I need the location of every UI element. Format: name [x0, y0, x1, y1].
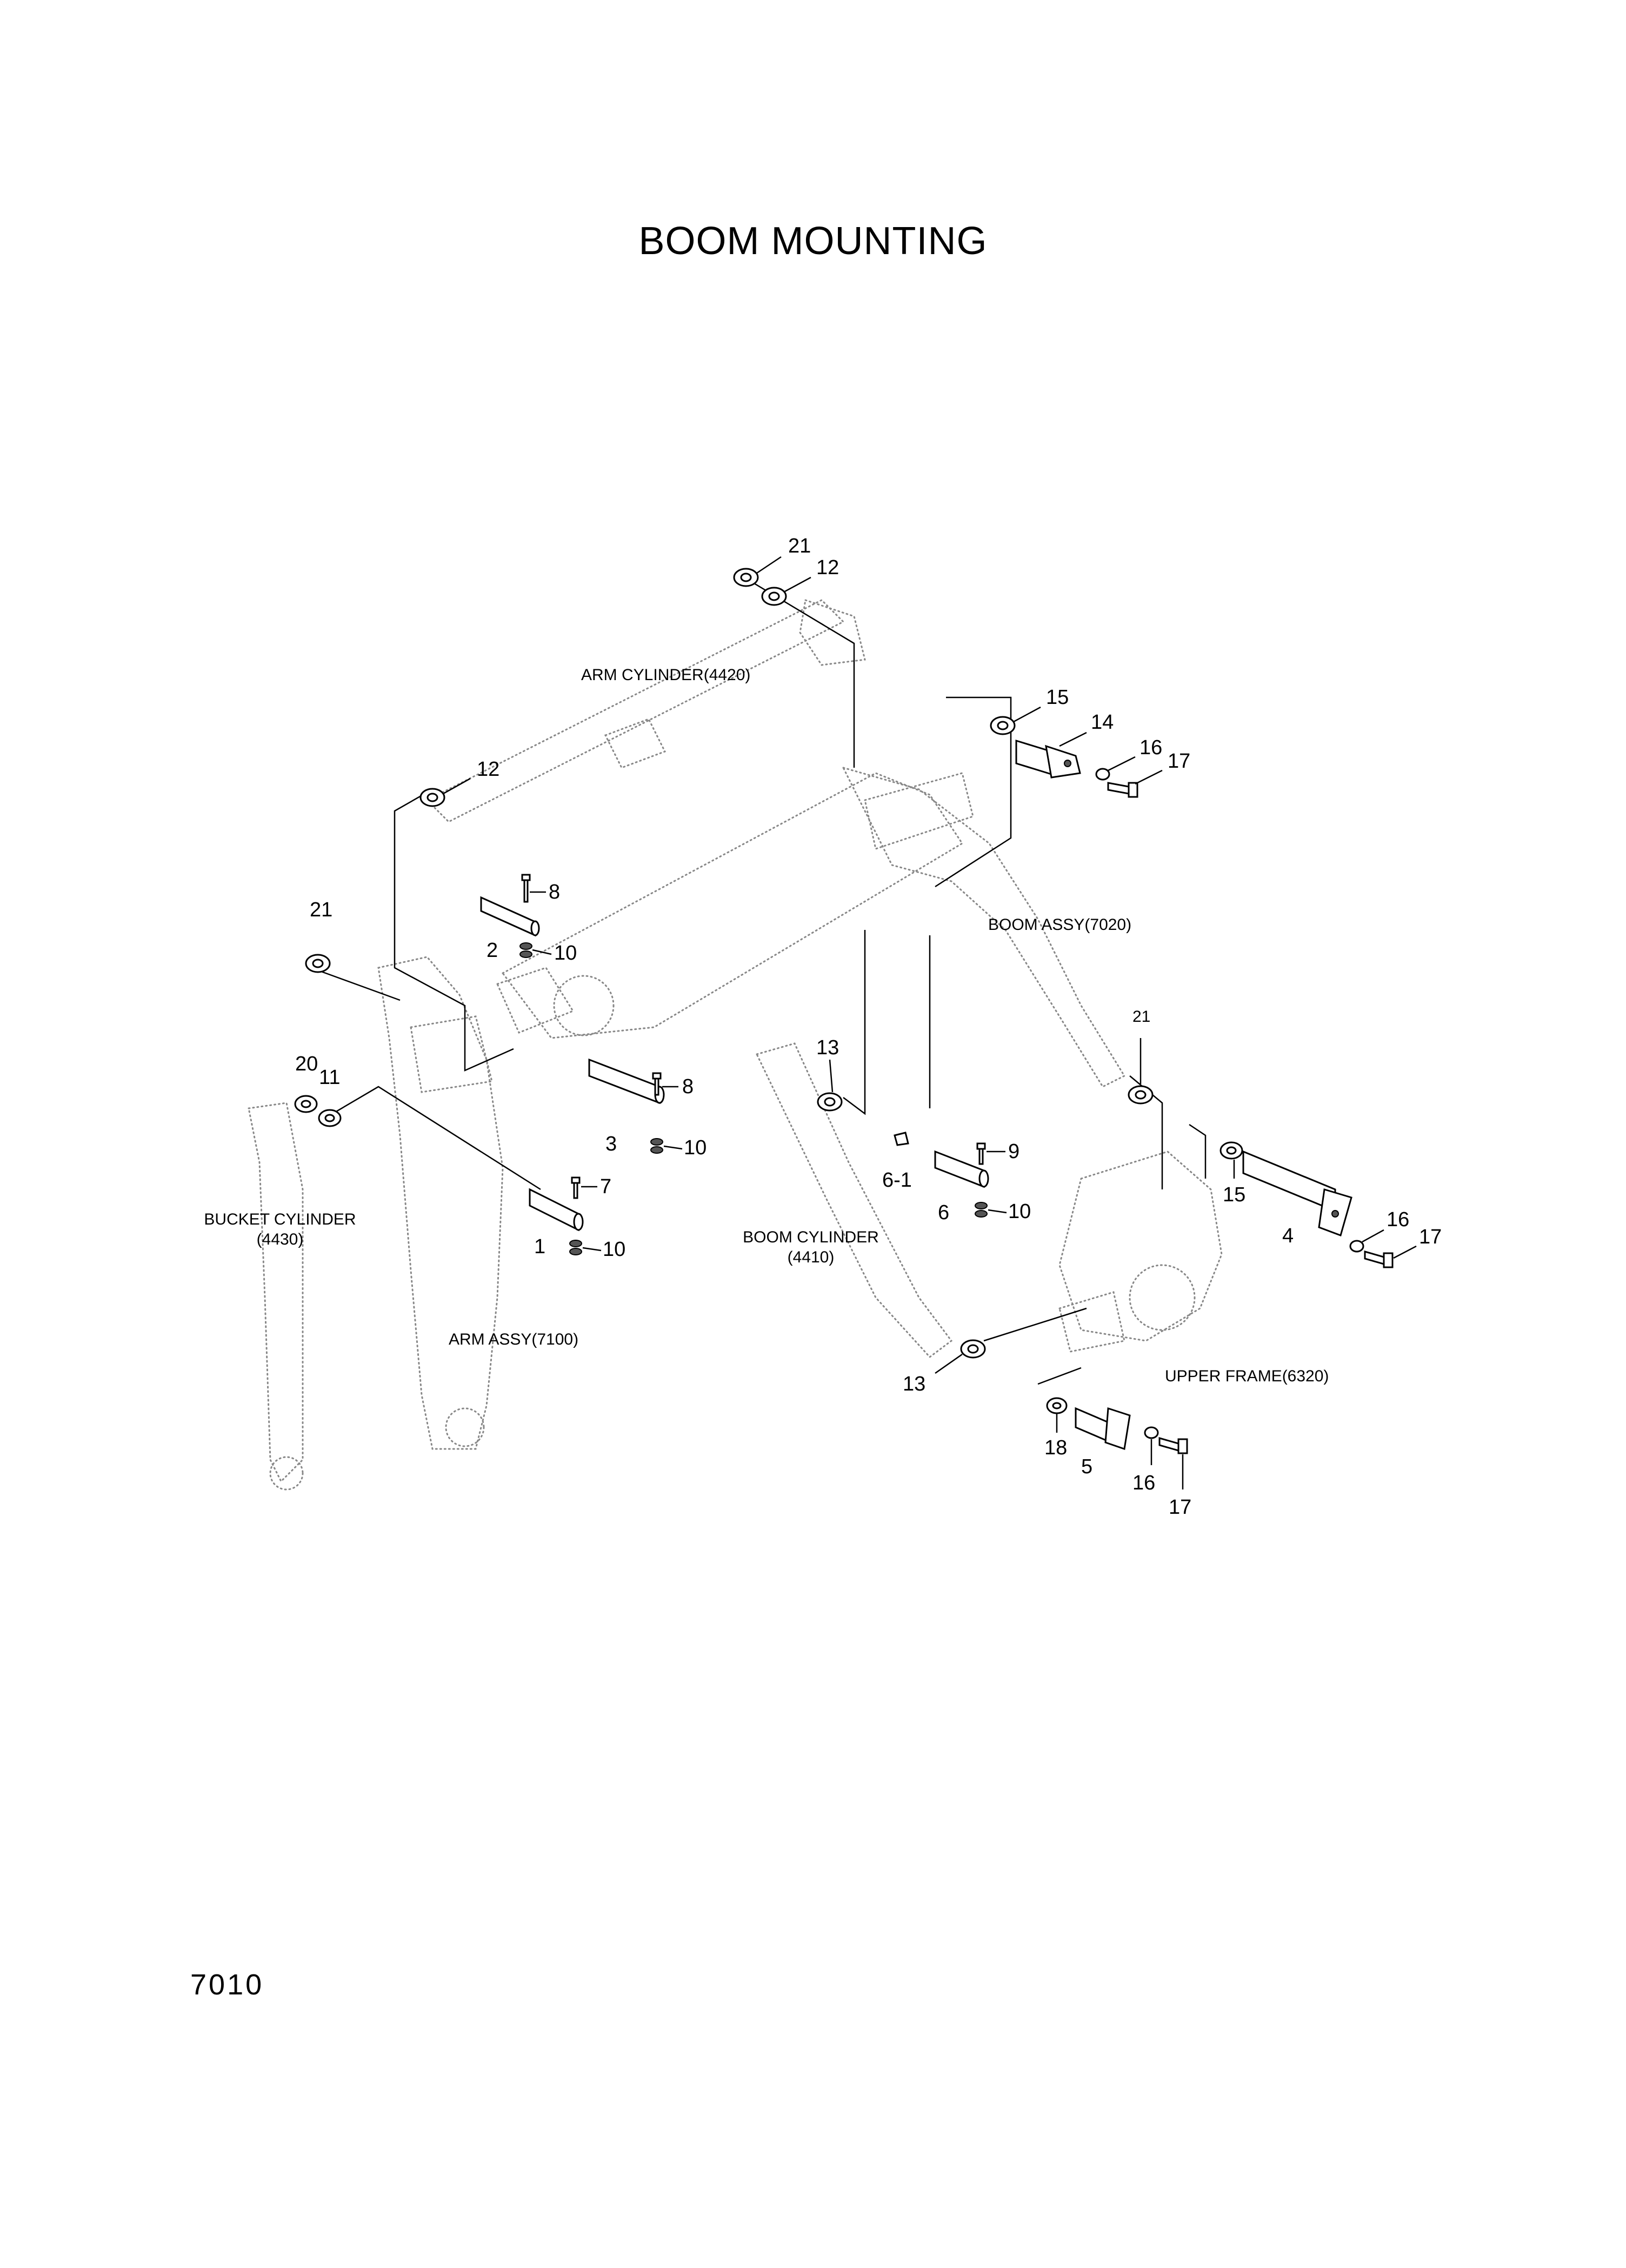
callout-21-left: 21	[310, 899, 332, 921]
callout-8-a: 8	[549, 881, 560, 903]
washer-13-mid	[817, 1092, 843, 1112]
pin-4	[1242, 1150, 1352, 1236]
boom-cylinder-outline	[755, 1042, 953, 1359]
part-6-1	[894, 1132, 909, 1146]
washer-20	[294, 1095, 318, 1113]
washer-12-left	[419, 788, 445, 807]
caption-boom-cylinder-1: BOOM CYLINDER	[743, 1228, 879, 1246]
callout-5: 5	[1081, 1455, 1092, 1478]
washer-16-right	[1349, 1240, 1364, 1253]
callout-leaders	[443, 556, 1417, 1489]
callout-20: 20	[295, 1053, 318, 1075]
bolt-17-top	[1107, 782, 1138, 798]
callout-1: 1	[534, 1235, 545, 1258]
callout-14: 14	[1091, 711, 1114, 734]
pin-5	[1075, 1407, 1131, 1450]
callout-16-low: 16	[1132, 1472, 1155, 1494]
leader-lines	[310, 577, 1207, 1385]
nuts-10-a	[519, 942, 532, 958]
caption-boom-cylinder-2: (4410)	[788, 1248, 835, 1266]
pin-6	[934, 1150, 989, 1188]
washer-13-low	[960, 1339, 986, 1359]
callout-3: 3	[605, 1133, 617, 1155]
bolt-8-b	[652, 1072, 662, 1096]
bolt-17-right	[1364, 1251, 1394, 1268]
nuts-10-c	[975, 1202, 988, 1218]
callout-12-top: 12	[816, 556, 839, 579]
callout-16-right: 16	[1387, 1208, 1409, 1231]
bolt-17-low	[1158, 1437, 1188, 1454]
washer-16-low	[1144, 1426, 1159, 1439]
arm-assy-outline	[377, 956, 504, 1450]
washer-21-right	[1128, 1085, 1154, 1105]
callout-16-top: 16	[1139, 736, 1162, 759]
washer-15-right	[1220, 1141, 1243, 1160]
callout-8-b: 8	[682, 1075, 694, 1098]
callout-11: 11	[319, 1066, 340, 1089]
washer-11	[318, 1109, 342, 1127]
callout-15-top: 15	[1046, 686, 1069, 709]
callout-13-low: 13	[903, 1373, 925, 1395]
callout-4: 4	[1282, 1225, 1294, 1247]
caption-boom-assy: BOOM ASSY(7020)	[988, 916, 1131, 934]
bucket-cylinder-outline	[248, 1102, 304, 1491]
callout-6: 6	[938, 1201, 949, 1224]
callout-9: 9	[1008, 1140, 1019, 1163]
bolt-8-a	[521, 874, 531, 903]
washer-21-top	[733, 568, 759, 587]
callout-13-mid: 13	[816, 1036, 839, 1059]
callout-15-right: 15	[1223, 1183, 1245, 1206]
arm-cylinder-outline	[425, 599, 866, 823]
pin-3	[588, 1058, 665, 1105]
washer-16-top	[1095, 768, 1110, 781]
washer-12-top	[761, 587, 787, 606]
callout-10-c: 10	[1008, 1200, 1031, 1223]
caption-arm-cylinder: ARM CYLINDER(4420)	[581, 666, 750, 684]
callout-10-b: 10	[684, 1136, 707, 1159]
bolt-7	[571, 1176, 581, 1199]
pin-14	[1015, 739, 1081, 779]
page-number: 7010	[190, 1968, 264, 2001]
callout-6-1: 6-1	[882, 1169, 912, 1192]
boom-assy-outline	[496, 766, 1126, 1088]
washer-15-top	[990, 716, 1016, 735]
caption-bucket-cylinder-1: BUCKET CYLINDER	[204, 1211, 356, 1228]
pin-2	[480, 896, 540, 937]
callout-12-left: 12	[477, 758, 499, 781]
callout-17-top: 17	[1168, 750, 1190, 773]
page-title: BOOM MOUNTING	[638, 220, 988, 263]
nuts-10-d	[569, 1240, 582, 1255]
caption-bucket-cylinder-2: (4430)	[257, 1231, 304, 1248]
callout-numbers: 21 12 12 15 14 16 17 8 2 10 21 13 21 20 …	[295, 535, 1442, 1519]
callout-17-low: 17	[1169, 1496, 1191, 1519]
caption-upper-frame: UPPER FRAME(6320)	[1165, 1367, 1329, 1385]
callout-17-right: 17	[1419, 1226, 1442, 1248]
caption-arm-assy: ARM ASSY(7100)	[449, 1331, 578, 1348]
upper-frame-outline	[1058, 1150, 1223, 1353]
callout-18: 18	[1044, 1436, 1067, 1459]
pin-1	[529, 1188, 584, 1232]
nuts-10-b	[650, 1138, 663, 1154]
callout-7: 7	[600, 1175, 611, 1198]
callout-2: 2	[487, 939, 498, 962]
callout-10-d: 10	[603, 1238, 625, 1261]
callout-10-a: 10	[554, 942, 577, 965]
assembly-captions: ARM CYLINDER(4420) BOOM ASSY(7020) BUCKE…	[204, 666, 1329, 1385]
bolt-9	[976, 1142, 986, 1165]
callout-21-top: 21	[788, 535, 811, 557]
callout-21-right: 21	[1132, 1008, 1150, 1026]
washer-21-left	[305, 954, 331, 973]
washer-18	[1046, 1397, 1068, 1414]
